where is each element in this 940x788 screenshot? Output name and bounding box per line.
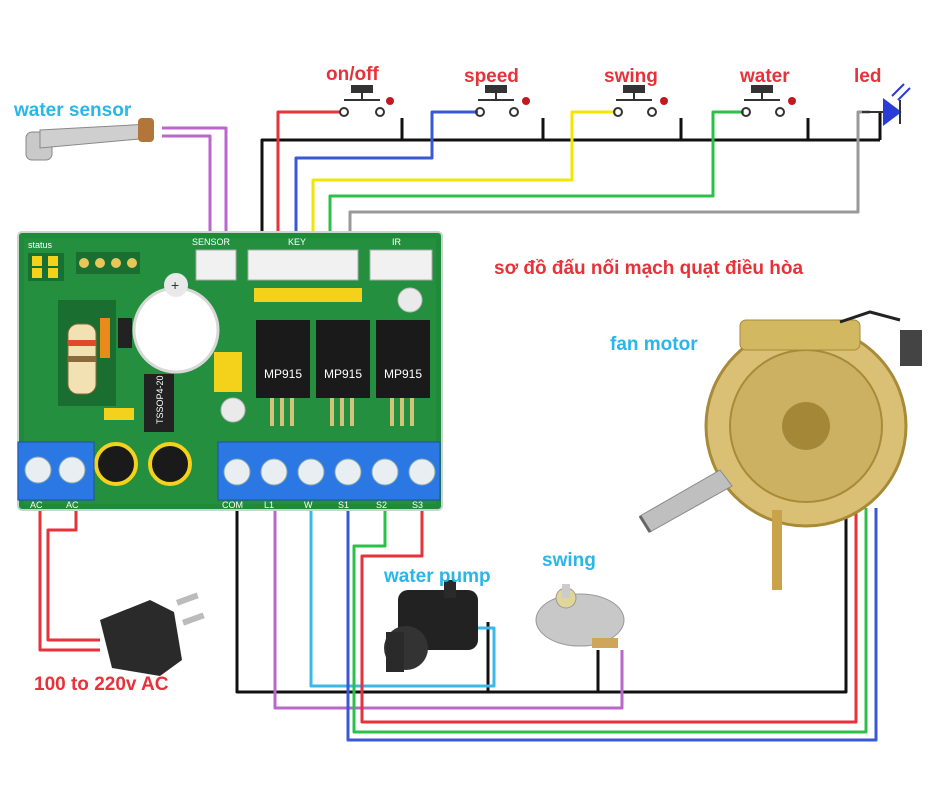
wires <box>38 110 882 742</box>
switches <box>339 83 911 126</box>
terminal-block-out <box>217 441 441 501</box>
wire-green-s2 <box>352 500 868 734</box>
wire-blue-s1 <box>346 500 878 742</box>
fan-motor-label: fan motor <box>610 334 698 355</box>
button-swing-label: swing <box>604 66 658 87</box>
svg-text:S2: S2 <box>376 500 387 510</box>
water-sensor <box>25 118 154 161</box>
buzzer <box>132 286 220 374</box>
wire-cyan-pump <box>309 500 496 688</box>
led-diode-icon <box>862 83 911 126</box>
wire-red-ac1 <box>38 500 100 652</box>
controller-board: status + TSSOP4-20 MP915 <box>17 231 443 511</box>
power-chip-1: MP915 <box>256 320 310 426</box>
sensor-connector <box>195 249 237 281</box>
wire-red-s3 <box>360 500 858 724</box>
water-pump-label: water pump <box>383 566 491 587</box>
wire-yellow-swing <box>311 110 616 258</box>
svg-text:AC: AC <box>30 500 43 510</box>
wire-purple-sensor <box>162 126 228 262</box>
switch-onoff <box>339 85 394 117</box>
diagram-title: sơ đồ đấu nối mạch quạt điều hòa <box>494 258 804 279</box>
wire-purple-swing <box>273 500 624 710</box>
transistor-1 <box>94 442 138 486</box>
led-label: led <box>854 66 881 87</box>
wire-red-onoff <box>276 110 340 258</box>
switch-water <box>741 85 796 117</box>
swing-motor <box>535 584 625 648</box>
switch-swing <box>613 85 668 117</box>
power-chip-2: MP915 <box>316 320 370 426</box>
wire-black-com <box>235 500 848 694</box>
svg-text:MP915: MP915 <box>264 367 302 381</box>
power-plug <box>100 592 205 676</box>
power-chip-3: MP915 <box>376 320 430 426</box>
svg-text:TSSOP4-20: TSSOP4-20 <box>155 375 165 424</box>
svg-text:L1: L1 <box>264 500 274 510</box>
key-connector <box>247 249 359 281</box>
wire-blue-speed <box>294 110 478 258</box>
svg-text:S3: S3 <box>412 500 423 510</box>
fan-motor <box>638 310 922 590</box>
wire-green-water <box>328 110 744 258</box>
power-label: 100 to 220v AC <box>34 674 169 695</box>
switch-speed <box>475 85 530 117</box>
water-pump <box>384 580 478 672</box>
ic-chip <box>144 374 174 432</box>
svg-text:MP915: MP915 <box>384 367 422 381</box>
svg-text:+: + <box>171 277 179 293</box>
svg-text:AC: AC <box>66 500 79 510</box>
swing-motor-label: swing <box>542 550 596 571</box>
wire-black-bus <box>260 138 880 258</box>
key-conn-label: KEY <box>288 237 306 247</box>
svg-text:COM: COM <box>222 500 243 510</box>
button-water-label: water <box>739 66 790 87</box>
ir-conn-label: IR <box>392 237 402 247</box>
button-onoff-label: on/off <box>326 64 379 85</box>
button-speed-label: speed <box>464 66 519 87</box>
svg-text:W: W <box>304 500 313 510</box>
ir-connector <box>369 249 433 281</box>
wire-red-ac2 <box>46 500 100 642</box>
water-sensor-label: water sensor <box>13 100 132 121</box>
status-label: status <box>28 240 53 250</box>
transistor-2 <box>148 442 192 486</box>
svg-text:S1: S1 <box>338 500 349 510</box>
sensor-conn-label: SENSOR <box>192 237 231 247</box>
svg-text:MP915: MP915 <box>324 367 362 381</box>
